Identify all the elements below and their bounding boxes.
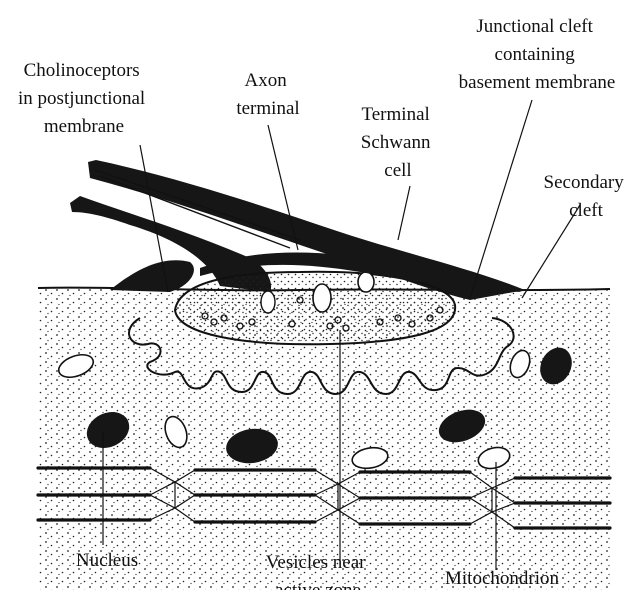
- label-nucleus: Nucleus: [76, 550, 138, 571]
- label-junctional-cleft: Junctional cleft containing basement mem…: [459, 16, 616, 93]
- label-terminal-schwann-cell: Terminal Schwann cell: [361, 104, 435, 181]
- label-axon-terminal: Axon terminal: [236, 70, 299, 119]
- label-secondary-cleft: Secondary cleft: [544, 172, 629, 221]
- label-cholinoceptors: Cholinoceptors in postjunctional membran…: [18, 60, 150, 137]
- label-mitochondrion: Mitochondrion: [445, 568, 559, 589]
- axon-terminal: [175, 272, 455, 344]
- label-vesicles: Vesicles near active zone: [266, 552, 370, 590]
